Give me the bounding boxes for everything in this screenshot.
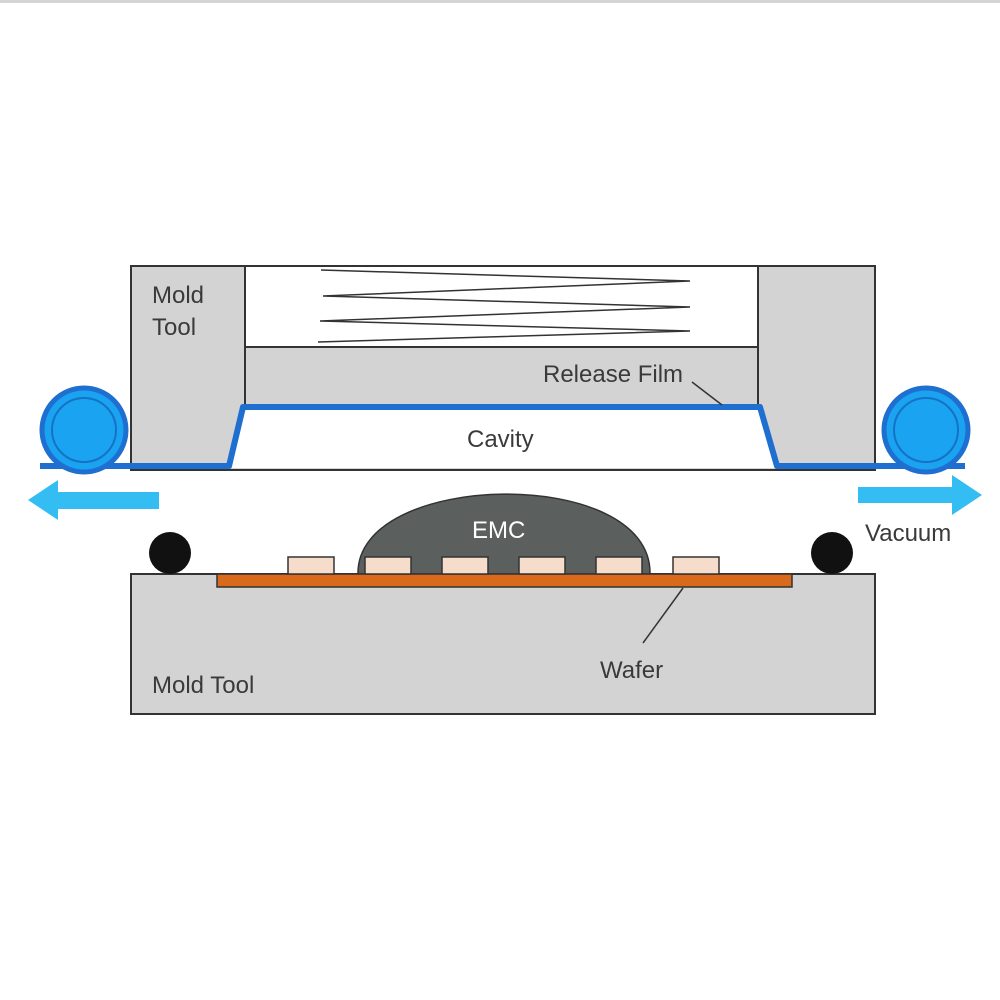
release-film-leader-line — [691, 381, 723, 406]
release-film-strip — [40, 404, 965, 469]
cavity-label: Cavity — [467, 426, 534, 453]
emc-charge — [357, 493, 651, 575]
die-row — [287, 556, 720, 575]
cavity-area — [229, 407, 777, 468]
spring-icon — [317, 269, 691, 343]
right-film-roller-icon — [881, 385, 971, 475]
upper-tool-label-line2: Tool — [152, 314, 196, 341]
arrow-left-icon — [28, 480, 159, 520]
top-border-line — [0, 0, 1000, 3]
movable-cavity-plate — [244, 346, 759, 406]
lower-tool-label: Mold Tool — [152, 672, 254, 699]
emc-label: EMC — [472, 517, 525, 544]
arrow-right-icon — [858, 475, 982, 515]
upper-tool-label-line1: Mold — [152, 282, 204, 309]
vacuum-label: Vacuum — [865, 520, 951, 547]
left-seal-ring-icon — [149, 532, 191, 574]
die — [364, 556, 412, 575]
upper-mold-tool — [130, 265, 876, 471]
release-film-label: Release Film — [543, 361, 683, 388]
right-seal-ring-icon — [811, 532, 853, 574]
die — [672, 556, 720, 575]
die — [441, 556, 489, 575]
die — [287, 556, 335, 575]
die — [595, 556, 643, 575]
wafer — [216, 573, 793, 588]
wafer-leader-line — [642, 587, 684, 644]
die — [518, 556, 566, 575]
left-film-roller-icon — [39, 385, 129, 475]
wafer-label: Wafer — [600, 657, 663, 684]
lower-mold-tool — [130, 573, 876, 715]
